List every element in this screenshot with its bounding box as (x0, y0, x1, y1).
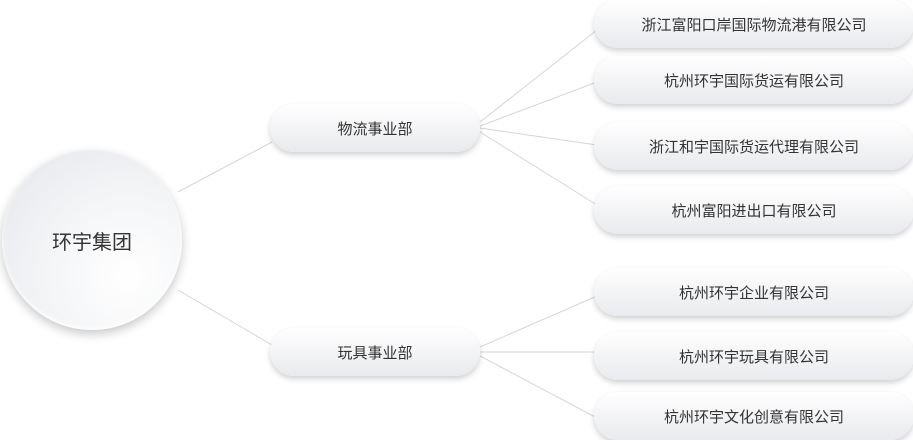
division-label: 物流事业部 (337, 119, 413, 138)
company-node: 杭州环宇文化创意有限公司 (594, 392, 913, 440)
company-label: 杭州环宇国际货运有限公司 (663, 71, 844, 90)
company-label: 杭州环宇文化创意有限公司 (663, 407, 844, 426)
company-label: 杭州环宇企业有限公司 (678, 283, 829, 302)
company-node: 浙江富阳口岸国际物流港有限公司 (594, 0, 913, 48)
company-node: 杭州环宇玩具有限公司 (594, 332, 913, 380)
connector-toys-company-3 (479, 355, 598, 419)
company-label: 杭州环宇玩具有限公司 (678, 347, 829, 366)
root-node: 环宇集团 (2, 150, 182, 330)
connector-logistics-company-1 (479, 29, 598, 123)
company-node: 浙江和宇国际货运代理有限公司 (594, 122, 913, 170)
connector-toys-company-1 (479, 295, 598, 348)
root-label: 环宇集团 (52, 229, 132, 254)
company-label: 浙江和宇国际货运代理有限公司 (648, 137, 859, 156)
connector-logistics-company-4 (479, 131, 598, 206)
company-node: 杭州环宇国际货运有限公司 (594, 56, 913, 104)
connector-logistics-company-3 (479, 127, 598, 146)
connector-logistics-company-2 (479, 81, 598, 127)
company-node: 杭州环宇企业有限公司 (594, 268, 913, 316)
division-logistics: 物流事业部 (270, 104, 480, 152)
company-label: 浙江富阳口岸国际物流港有限公司 (641, 15, 867, 34)
division-label: 玩具事业部 (337, 343, 413, 362)
division-toys: 玩具事业部 (270, 328, 480, 376)
connector-root-toys (177, 289, 273, 346)
company-node: 杭州富阳进出口有限公司 (594, 186, 913, 234)
connector-root-logistics (177, 141, 273, 193)
company-label: 杭州富阳进出口有限公司 (671, 201, 837, 220)
